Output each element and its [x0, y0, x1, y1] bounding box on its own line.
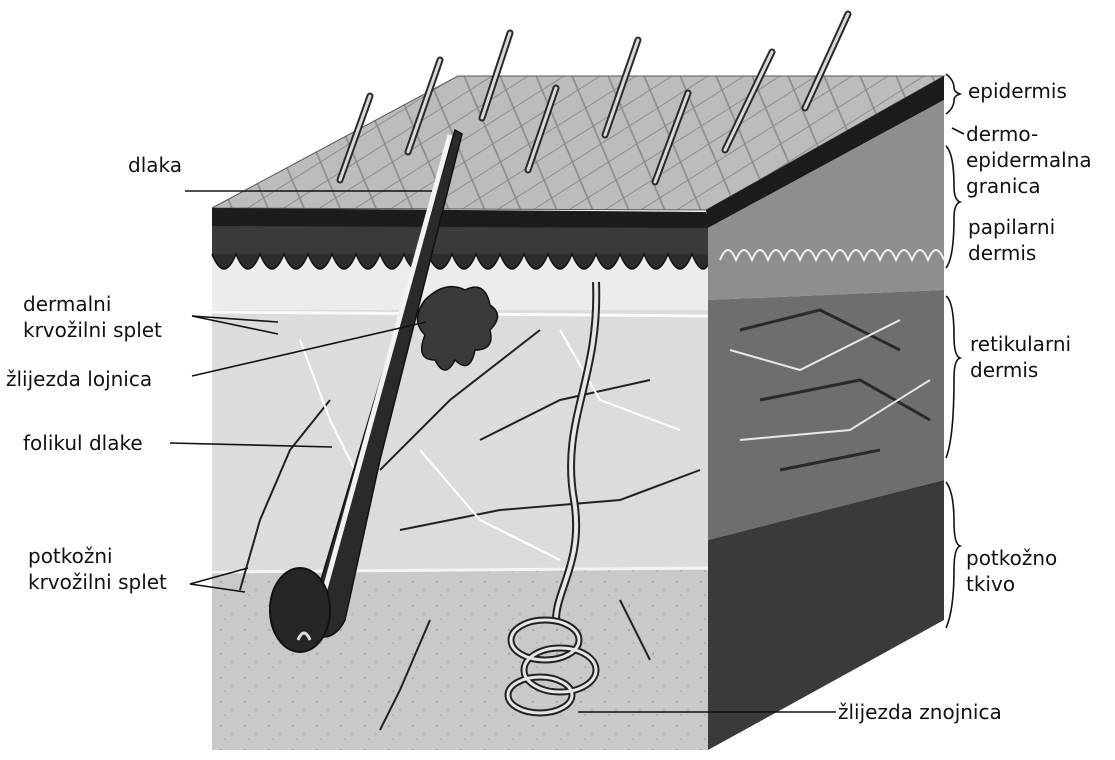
label-folikul-dlake: folikul dlake — [23, 430, 143, 456]
label-dermo-epidermalna-granica: dermo- epidermalna granica — [966, 121, 1092, 199]
layer-brackets — [946, 74, 964, 628]
label-epidermis: epidermis — [968, 78, 1067, 104]
label-potkozno-tkivo: potkožno tkivo — [966, 545, 1057, 597]
label-papilarni-dermis: papilarni dermis — [968, 214, 1055, 266]
label-zlijezda-znojnica: žlijezda znojnica — [838, 699, 1002, 725]
label-dermalni-splet: dermalni krvožilni splet — [23, 291, 162, 343]
label-zlijezda-lojnica: žlijezda lojnica — [6, 366, 152, 392]
label-retikularni-dermis: retikularni dermis — [970, 331, 1071, 383]
label-potkozni-splet: potkožni krvožilni splet — [28, 543, 167, 595]
label-dlaka: dlaka — [128, 152, 182, 178]
